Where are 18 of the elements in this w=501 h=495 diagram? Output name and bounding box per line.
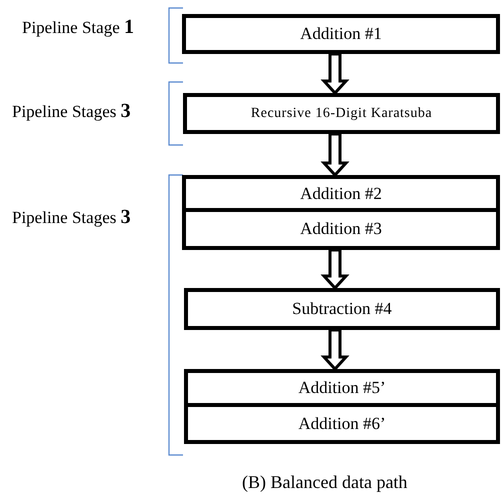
process-box — [182, 14, 500, 54]
stage-label: Pipeline Stages 3 — [12, 100, 131, 123]
process-box — [183, 93, 500, 134]
hollow-arrow — [320, 248, 350, 290]
box-label: Addition #6’ — [298, 414, 386, 434]
box-label: Addition #5’ — [298, 378, 386, 398]
hollow-arrow — [320, 52, 350, 96]
box-label: Addition #3 — [300, 219, 382, 239]
box-label: Addition #1 — [300, 24, 382, 44]
stage-label: Pipeline Stage 1 — [22, 16, 134, 39]
hollow-arrow — [320, 328, 350, 372]
box-label: Subtraction #4 — [292, 299, 392, 319]
stage-label: Pipeline Stages 3 — [12, 206, 131, 229]
process-box — [184, 288, 500, 330]
box-label: Recursive 16-Digit Karatsuba — [250, 106, 432, 122]
hollow-arrow — [320, 132, 350, 178]
caption: (B) Balanced data path — [242, 472, 408, 493]
box-label: Addition #2 — [300, 184, 382, 204]
